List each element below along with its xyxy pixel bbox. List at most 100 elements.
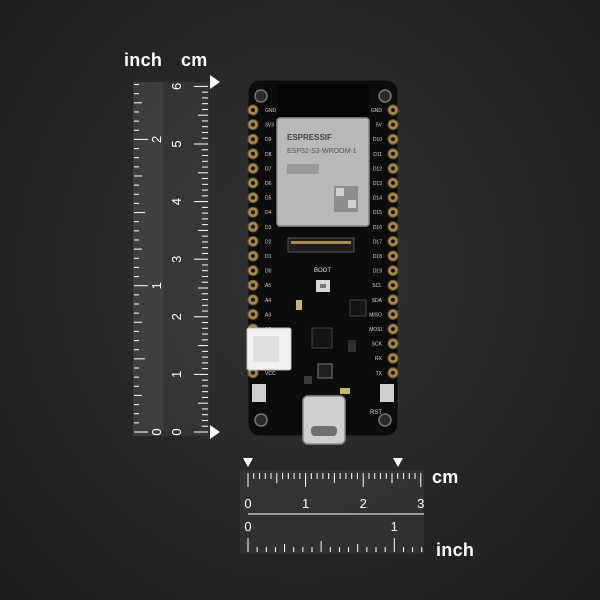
- fpc-connector: [287, 237, 355, 253]
- pin-label: D14: [373, 196, 382, 202]
- pin-label: SDA: [372, 298, 383, 304]
- header-pin-hole: [251, 283, 255, 288]
- usb-c-port: [302, 395, 346, 445]
- pin-label: A4: [265, 298, 271, 304]
- cm-tick-label: 2: [360, 496, 367, 511]
- header-pin-hole: [391, 341, 395, 346]
- usb-c-opening: [311, 426, 337, 436]
- pin-label: D3: [265, 225, 272, 231]
- smd-component: [304, 376, 312, 384]
- pin-label: SCK: [372, 342, 383, 348]
- side-button-left: [252, 384, 266, 402]
- ruler-pointer-right: [393, 458, 403, 467]
- pin-label: D9: [265, 137, 272, 143]
- vertical-ruler-inch-strip: [133, 82, 163, 436]
- header-pin-hole: [391, 356, 395, 361]
- header-pin-hole: [251, 108, 255, 112]
- pin-label: SCL: [372, 283, 382, 289]
- header-pin-hole: [391, 312, 395, 317]
- header-pin-hole: [251, 181, 255, 185]
- horizontal-ruler-body: [240, 470, 424, 554]
- horizontal-ruler-cm-label: cm: [432, 467, 459, 487]
- header-pin-hole: [251, 195, 255, 200]
- cm-tick-label: 0: [244, 496, 251, 511]
- inch-tick-label: 0: [149, 428, 164, 435]
- fpc-contacts: [291, 241, 351, 244]
- header-pin-hole: [251, 254, 255, 258]
- dev-board: ESPRESSIF ESP32-S3-WROOM-1 GND3V3D9D8D7D…: [246, 79, 399, 445]
- pin-label: RX: [375, 356, 383, 362]
- header-pin-hole: [251, 166, 255, 171]
- header-pin-hole: [391, 297, 395, 302]
- header-pin-hole: [251, 210, 255, 215]
- inch-tick-label: 2: [149, 136, 164, 143]
- inch-tick-label: 0: [244, 519, 251, 534]
- header-pin-hole: [391, 268, 395, 273]
- header-pin-hole: [391, 210, 395, 215]
- pin-label: D4: [265, 210, 272, 216]
- right-pin-header: GND5VD10D11D12D13D14D15D16D17D18D19SCLSD…: [369, 104, 399, 379]
- cm-tick-label: 1: [169, 371, 184, 378]
- pin-label: D8: [265, 152, 272, 158]
- mounting-hole: [378, 89, 392, 103]
- header-pin-hole: [251, 137, 255, 142]
- vertical-inch-scale: 012: [134, 84, 164, 436]
- cm-tick-label: 0: [169, 428, 184, 435]
- battery-connector-socket: [253, 336, 279, 362]
- vertical-ruler-cm-label: cm: [181, 50, 208, 70]
- pin-label: D7: [265, 166, 272, 172]
- header-pin-hole: [251, 370, 255, 375]
- pin-label: VCC: [265, 371, 276, 377]
- pin-label: D6: [265, 181, 272, 187]
- cm-tick-label: 3: [169, 256, 184, 263]
- vertical-ruler-inch-label: inch: [124, 50, 163, 70]
- header-pin-hole: [391, 254, 395, 258]
- cm-tick-label: 1: [302, 496, 309, 511]
- header-pin-hole: [251, 122, 255, 127]
- ruler-pointer-left: [243, 458, 253, 467]
- inductor: [317, 363, 333, 379]
- header-pin-hole: [391, 151, 395, 156]
- boot-button-cap: [320, 284, 326, 288]
- pin-label: GND: [371, 108, 383, 114]
- chip: [349, 299, 367, 317]
- cm-tick-label: 4: [169, 198, 184, 205]
- smd-component: [348, 340, 356, 352]
- cm-tick-label: 2: [169, 313, 184, 320]
- mounting-hole: [254, 89, 268, 103]
- header-pin-hole: [251, 151, 255, 156]
- pin-label: MOSI: [369, 327, 382, 333]
- mounting-hole: [378, 413, 392, 427]
- header-pin-hole: [251, 224, 255, 229]
- pin-label: D18: [373, 254, 382, 260]
- pin-label: D2: [265, 239, 272, 245]
- header-pin-hole: [251, 312, 255, 317]
- pin-label: 5V: [376, 123, 383, 129]
- chip: [311, 327, 333, 349]
- pin-label: A5: [265, 283, 271, 289]
- pin-label: D11: [373, 152, 382, 158]
- header-pin-hole: [391, 108, 395, 112]
- pin-label: D1: [265, 254, 272, 260]
- header-pin-hole: [391, 122, 395, 127]
- pin-label: TX: [376, 371, 383, 377]
- qr-code-cell: [348, 200, 356, 208]
- cm-tick-label: 3: [417, 496, 424, 511]
- header-pin-hole: [251, 297, 255, 302]
- mounting-hole: [254, 413, 268, 427]
- pin-label: D13: [373, 181, 382, 187]
- pin-label: D5: [265, 196, 272, 202]
- header-pin-hole: [391, 137, 395, 142]
- module-brand: ESPRESSIF: [287, 133, 332, 142]
- pin-label: MISO: [369, 312, 382, 318]
- pin-label: D16: [373, 225, 382, 231]
- header-pin-hole: [391, 239, 395, 244]
- header-pin-hole: [391, 224, 395, 229]
- pin-label: D17: [373, 239, 382, 245]
- module-shield-edge: [276, 117, 370, 227]
- horizontal-ruler-inch-label: inch: [436, 540, 475, 560]
- header-pin-hole: [391, 283, 395, 288]
- header-pin-hole: [391, 327, 395, 331]
